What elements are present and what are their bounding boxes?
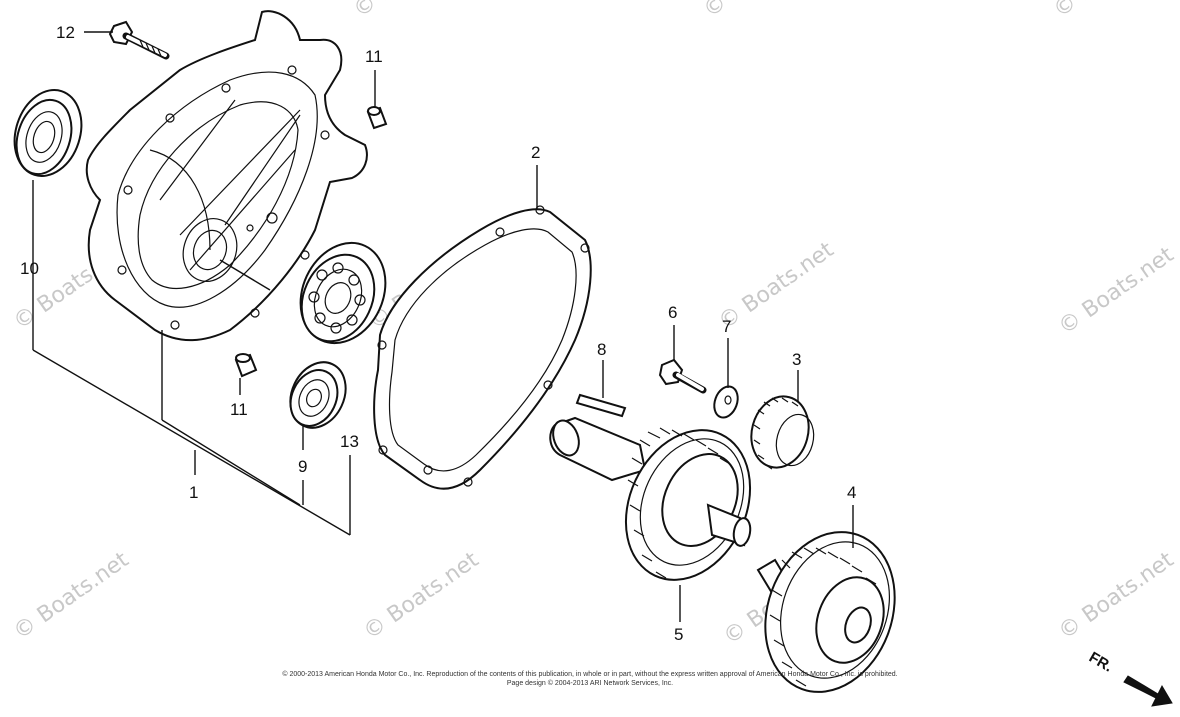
watermark: © Boats.net xyxy=(1054,242,1179,340)
front-label: FR. xyxy=(1086,649,1115,676)
part-11-dowel-pin-upper[interactable] xyxy=(366,106,388,130)
copyright-line-1: © 2000-2013 American Honda Motor Co., In… xyxy=(282,671,898,678)
callout-13[interactable]: 13 xyxy=(340,432,359,451)
watermark: © Boats.net xyxy=(9,547,134,645)
watermark: © Boats.net xyxy=(1054,547,1179,645)
callout-2[interactable]: 2 xyxy=(531,143,540,162)
part-5-shaft-gear[interactable] xyxy=(549,410,774,600)
part-9-bearing[interactable] xyxy=(280,353,356,437)
leader-lines xyxy=(32,31,854,622)
part-11-dowel-pin-lower[interactable] xyxy=(234,353,258,378)
part-2-gasket[interactable] xyxy=(373,205,592,490)
front-direction-indicator: FR. xyxy=(1086,649,1173,707)
part-1-case-cover[interactable] xyxy=(85,10,368,342)
watermark: © Boats.net xyxy=(349,0,474,23)
callouts: 12 11 10 2 11 13 9 1 6 7 8 3 4 5 xyxy=(20,23,856,644)
watermark: © Boats.net xyxy=(359,547,484,645)
part-6-bolt[interactable] xyxy=(658,358,707,394)
callout-9[interactable]: 9 xyxy=(298,457,307,476)
copyright-notice: © 2000-2013 American Honda Motor Co., In… xyxy=(150,670,1030,688)
callout-1[interactable]: 1 xyxy=(189,483,198,502)
watermark: © Boats.net xyxy=(714,237,839,335)
callout-3[interactable]: 3 xyxy=(792,350,801,369)
callout-11-upper[interactable]: 11 xyxy=(365,47,383,66)
callout-5[interactable]: 5 xyxy=(674,625,683,644)
part-12-bolt[interactable] xyxy=(108,20,170,60)
callout-4[interactable]: 4 xyxy=(847,483,856,502)
callout-6[interactable]: 6 xyxy=(668,303,677,322)
callout-8[interactable]: 8 xyxy=(597,340,606,359)
part-13-bearing[interactable] xyxy=(285,229,401,357)
part-8-key[interactable] xyxy=(575,393,627,418)
callout-10[interactable]: 10 xyxy=(20,259,39,278)
callout-11-lower[interactable]: 11 xyxy=(230,400,248,419)
part-3-pinion-gear[interactable] xyxy=(744,390,819,474)
part-10-bearing[interactable] xyxy=(4,81,92,184)
callout-7[interactable]: 7 xyxy=(722,317,731,336)
watermark: © Boats.net xyxy=(1049,0,1174,23)
part-7-washer[interactable] xyxy=(710,383,742,421)
callout-12[interactable]: 12 xyxy=(56,23,75,42)
watermark: © Boats.net xyxy=(699,0,824,23)
copyright-line-2: Page design © 2004-2013 ARI Network Serv… xyxy=(506,680,674,687)
front-arrow-icon xyxy=(1123,675,1173,707)
part-4-counter-gear[interactable] xyxy=(744,514,917,711)
